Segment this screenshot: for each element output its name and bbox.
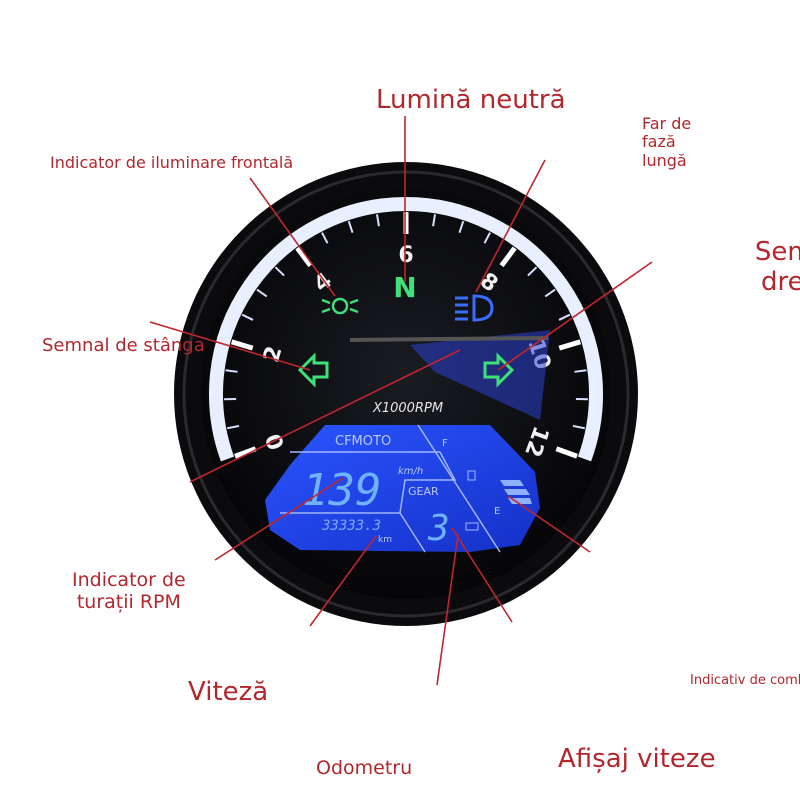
rpm-tick	[555, 446, 578, 459]
annotation-leader-lines	[149, 116, 653, 686]
rpm-tick	[432, 214, 436, 227]
label-high-beam: Far de fază lungă	[642, 114, 692, 170]
rpm-tick	[241, 313, 254, 321]
rpm-tick	[256, 288, 268, 298]
label-odometer: Odometru	[316, 757, 413, 779]
fuel-full-label: F	[442, 438, 448, 449]
rpm-scale-arc	[209, 197, 603, 462]
label-neutral-light: Lumină neutră	[376, 85, 566, 115]
label-headlight-indicator: Indicator de iluminare frontală	[50, 153, 294, 172]
rpm-tick	[234, 446, 257, 459]
right-turn-signal-icon	[483, 352, 515, 388]
rpm-tick	[274, 266, 285, 277]
lcd-display	[265, 425, 540, 552]
label-line: Indicator de	[72, 569, 186, 591]
label-line: turații RPM	[76, 590, 181, 613]
neutral-indicator: N	[393, 271, 416, 304]
rpm-tick	[574, 369, 587, 373]
lcd-gear: 3	[427, 508, 450, 549]
label-speed: Viteză	[188, 677, 269, 707]
fuel-pump-icon	[467, 470, 476, 481]
tick-label-6: 6	[398, 243, 413, 268]
tick-label-2: 2	[259, 343, 287, 365]
fuel-empty-label: E	[494, 506, 500, 517]
label-line: Semnal	[754, 237, 800, 267]
rpm-tick	[558, 313, 571, 321]
lcd-gear-label: GEAR	[408, 485, 439, 498]
rpm-tick	[572, 424, 585, 430]
rpm-tick	[499, 246, 517, 268]
label-rpm-indicator: Indicator de turații RPM	[72, 569, 186, 614]
rpm-tick	[295, 246, 313, 268]
rpm-tick	[321, 232, 329, 244]
label-line: Far de	[642, 114, 692, 133]
label-gear-display: Afișaj viteze	[558, 744, 716, 774]
high-beam-icon	[455, 294, 494, 322]
rpm-tick	[558, 339, 582, 351]
lcd-speed-unit: km/h	[398, 466, 423, 477]
rpm-tick	[225, 369, 238, 373]
lcd-odometer-unit: km	[378, 535, 392, 545]
label-left-signal: Semnal de stânga	[42, 335, 205, 356]
label-line: fază	[642, 132, 676, 152]
label-line: dreapta	[761, 266, 800, 297]
rpm-tick	[527, 266, 538, 277]
lcd-brand: CFMOTO	[335, 434, 391, 449]
rpm-tick	[458, 220, 465, 233]
needle-glow	[410, 330, 550, 420]
lcd-odometer: 33333.3	[321, 518, 381, 534]
rpm-tick	[230, 339, 254, 351]
rpm-unit-label: X1000RPM	[372, 401, 443, 416]
headlight-indicator-icon	[321, 297, 359, 315]
rpm-tick	[483, 232, 491, 244]
rpm-ticks	[224, 212, 588, 459]
rpm-tick	[227, 424, 240, 430]
lcd-speed: 139	[302, 465, 381, 516]
rpm-needle	[349, 336, 549, 342]
label-line: lungă	[642, 150, 687, 170]
label-fuel-indicator: Indicativ de combustibil	[690, 673, 800, 688]
rpm-tick	[376, 214, 380, 227]
battery-icon	[465, 522, 479, 531]
left-turn-signal-icon	[297, 352, 329, 388]
label-right-signal: Semnal dreapta	[745, 237, 800, 298]
rpm-tick	[544, 288, 556, 298]
rpm-tick	[347, 220, 354, 233]
